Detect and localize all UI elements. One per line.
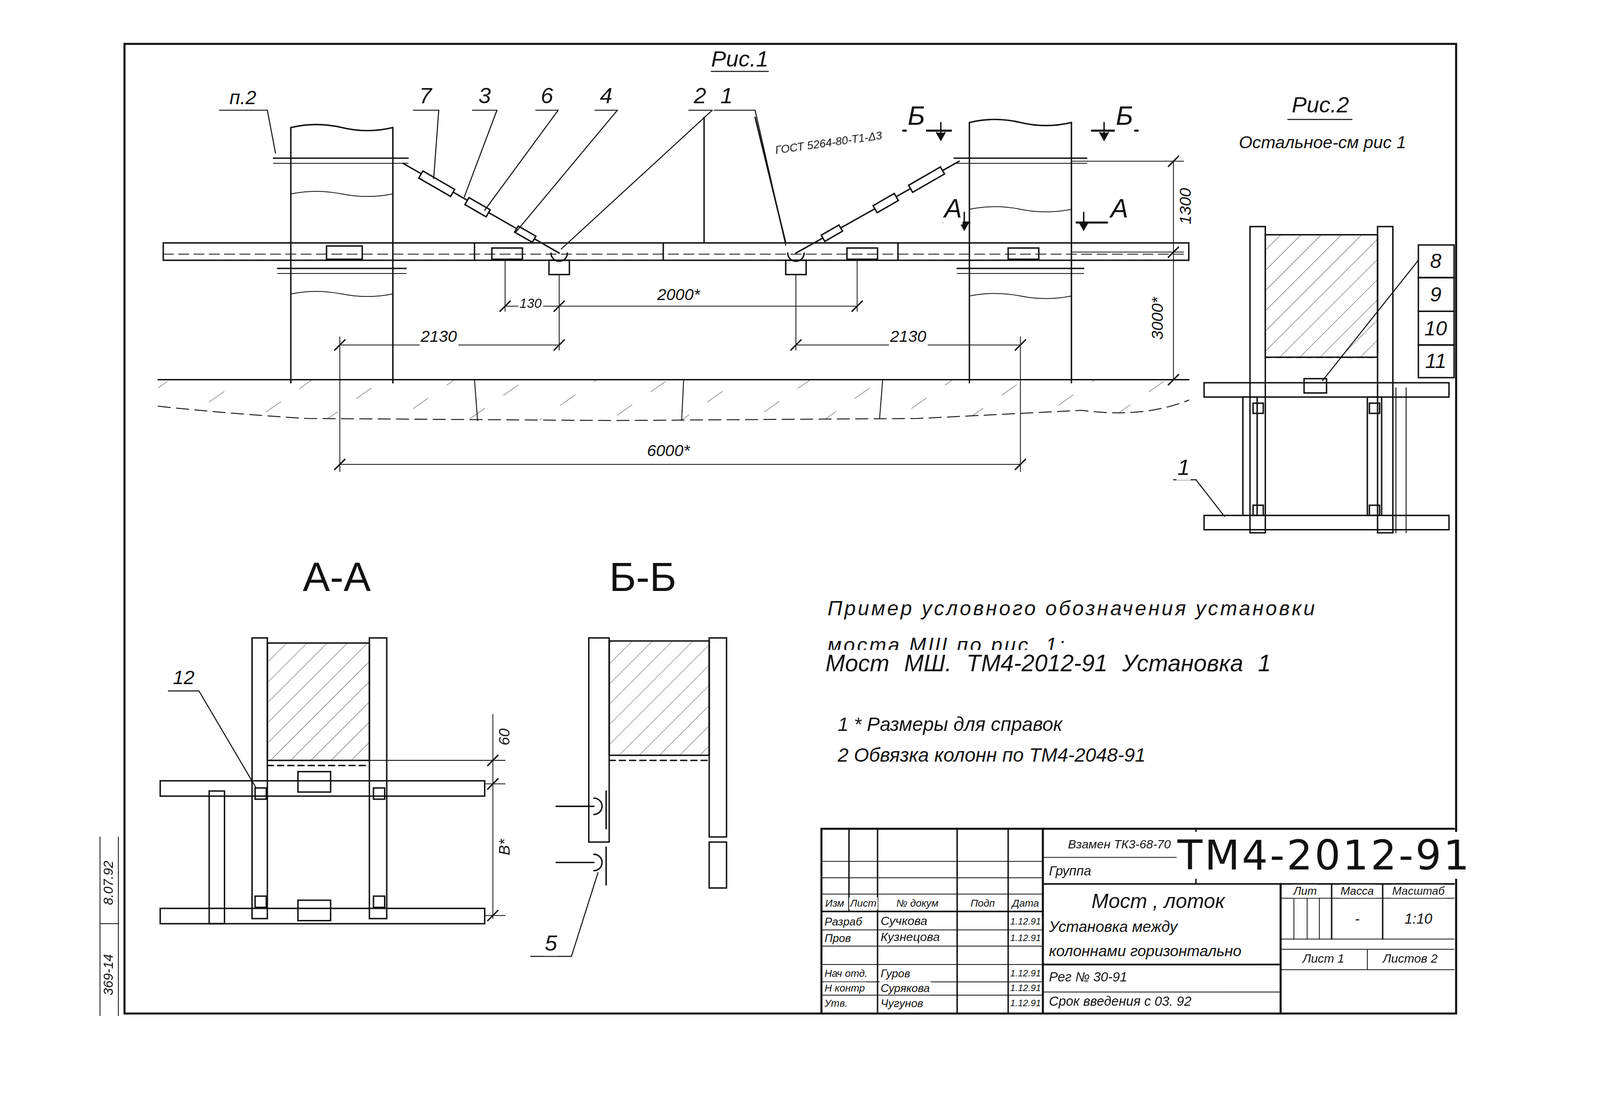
title-cell: Масса [1339, 884, 1375, 898]
callout-number: 11 [1424, 349, 1448, 373]
title-cell: Подп [969, 897, 996, 910]
dimension: 6000* [645, 441, 691, 461]
title-cell: Чугунов [879, 996, 925, 1010]
title-cell: - [1353, 910, 1361, 927]
title-cell: Лист 1 [1301, 952, 1345, 967]
title-cell: 1.12.91 [1009, 982, 1042, 994]
title-cell: Н контр [823, 982, 866, 995]
callout-number: 2 [692, 83, 708, 109]
drawing-name: Мост , лоток [1090, 889, 1226, 913]
title-cell: 1.12.91 [1009, 916, 1042, 927]
title-cell: Изм [824, 897, 846, 910]
callout-number: 7 [418, 83, 434, 109]
figure-note: Остальное-см рис 1 [1237, 133, 1407, 153]
title-cell: 1.12.91 [1009, 997, 1042, 1009]
section-mark: А [943, 194, 963, 225]
title-cell: Кузнецова [879, 930, 942, 945]
dimension: 3000* [1148, 295, 1168, 341]
designation-example: Мост МШ. ТМ4-2012-91 Установка 1 [824, 650, 1272, 678]
figure-title: Рис.1 [710, 46, 770, 73]
title-cell: Лит [1292, 884, 1318, 898]
note-text: 2 Обвязка колонн по ТМ4-2048-91 [836, 744, 1147, 767]
drawing-number: ТМ4-2012-91 [1176, 831, 1473, 879]
title-cell: Листов 2 [1381, 952, 1439, 967]
title-cell: Группа [1048, 863, 1093, 879]
callout-number: 9 [1428, 283, 1443, 307]
title-cell: Пров [823, 931, 852, 945]
title-cell: Нач отд. [823, 967, 869, 980]
title-cell: Сучкова [879, 914, 929, 929]
dimension: 2000* [656, 285, 701, 305]
dimension: 130 [518, 296, 543, 312]
callout-number: 8 [1428, 249, 1443, 273]
drawing-name: Установка между колоннами горизонтально [1048, 914, 1255, 964]
callout-number: 1 [719, 83, 734, 109]
figure-title: Рис.2 [1290, 92, 1351, 118]
title-cell: Взамен ТК3-68-70 [1066, 838, 1173, 853]
dimension: В* [495, 837, 513, 856]
section-title: Б-Б [608, 553, 678, 600]
callout-number: 10 [1423, 316, 1449, 341]
callout-note: п.2 [228, 86, 258, 110]
section-mark: Б [1114, 100, 1134, 132]
title-cell: Сурякова [879, 981, 932, 995]
callout-number: 3 [477, 83, 493, 109]
title-cell: Разраб [823, 915, 863, 928]
title-cell: Лист [849, 897, 878, 910]
dimension: 2130 [888, 327, 928, 347]
callout-number: 5 [543, 929, 559, 956]
title-cell: 1:10 [1403, 910, 1434, 927]
callout-number: 12 [172, 666, 196, 689]
title-cell: 1.12.91 [1009, 968, 1042, 979]
title-cell: Масштаб [1391, 884, 1446, 898]
archive-number: 369-14 [101, 952, 117, 997]
archive-date: 8.07.92 [101, 859, 117, 906]
dimension: 2130 [419, 327, 459, 347]
dimension: 60 [495, 727, 513, 747]
section-mark: Б [906, 100, 927, 132]
title-cell: Гуров [879, 966, 912, 980]
dimension: 1300 [1176, 187, 1195, 226]
callout-number: 1 [1176, 454, 1192, 481]
weld-standard: ГОСТ 5264-80-Т1-Δ3 [773, 128, 884, 157]
callout-number: 6 [539, 83, 555, 109]
title-cell: Дата [1011, 897, 1040, 910]
callout-number: 4 [599, 83, 614, 109]
title-cell: Срок введения с 03. 92 [1048, 994, 1193, 1010]
section-title: А-А [301, 553, 373, 600]
title-cell: Рег № 30-91 [1048, 969, 1129, 985]
title-cell: Утв. [823, 997, 849, 1010]
title-cell: № докум [895, 897, 940, 910]
note-text: 1 * Размеры для справок [836, 713, 1064, 736]
title-cell: 1.12.91 [1009, 932, 1042, 944]
section-mark: А [1109, 194, 1130, 225]
